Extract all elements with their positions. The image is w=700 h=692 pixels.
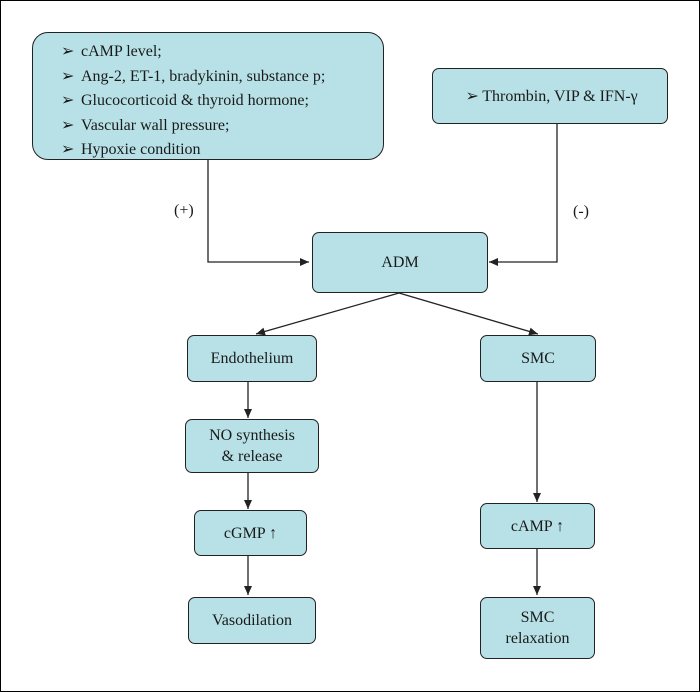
stimulator-item: ➢Glucocorticoid & thyroid hormone; (61, 89, 325, 114)
stimulator-item: ➢cAMP level; (61, 40, 325, 65)
arrow-bullet-icon: ➢ (61, 116, 75, 134)
stimulators-box: ➢cAMP level; ➢Ang-2, ET-1, bradykinin, s… (32, 32, 384, 160)
arrow-bullet-icon: ➢ (61, 141, 75, 158)
stimulator-arrow (207, 160, 309, 266)
plus-sign-label: (+) (174, 202, 194, 219)
inhibitor-arrow (489, 124, 558, 266)
minus-sign-label: (-) (573, 203, 589, 220)
arrow-bullet-icon: ➢ (61, 67, 75, 85)
adm-to-endothelium-arrow (255, 292, 400, 336)
smc-relaxation-box: SMC relaxation (480, 597, 595, 659)
cgmp-box: cGMP ↑ (194, 510, 307, 556)
camp-box: cAMP ↑ (480, 503, 595, 549)
arrow-bullet-icon: ➢ (465, 87, 479, 105)
inhibitors-box: ➢Thrombin, VIP & IFN-γ (432, 68, 668, 124)
smc-box: SMC (480, 335, 596, 382)
arrow-bullet-icon: ➢ (61, 43, 75, 60)
adm-box: ADM (312, 232, 488, 293)
adm-to-smc-arrow (398, 292, 539, 336)
endothelium-box: Endothelium (187, 335, 317, 382)
no-synthesis-box: NO synthesis & release (185, 419, 319, 473)
stimulator-item: ➢Hypoxie condition (61, 138, 325, 163)
inhibitor-item: ➢Thrombin, VIP & IFN-γ (462, 86, 638, 107)
arrow-bullet-icon: ➢ (61, 92, 75, 109)
stimulator-item: ➢Vascular wall pressure; (61, 114, 325, 139)
vasodilation-box: Vasodilation (188, 597, 316, 644)
stimulator-item: ➢Ang-2, ET-1, bradykinin, substance p; (61, 65, 325, 90)
